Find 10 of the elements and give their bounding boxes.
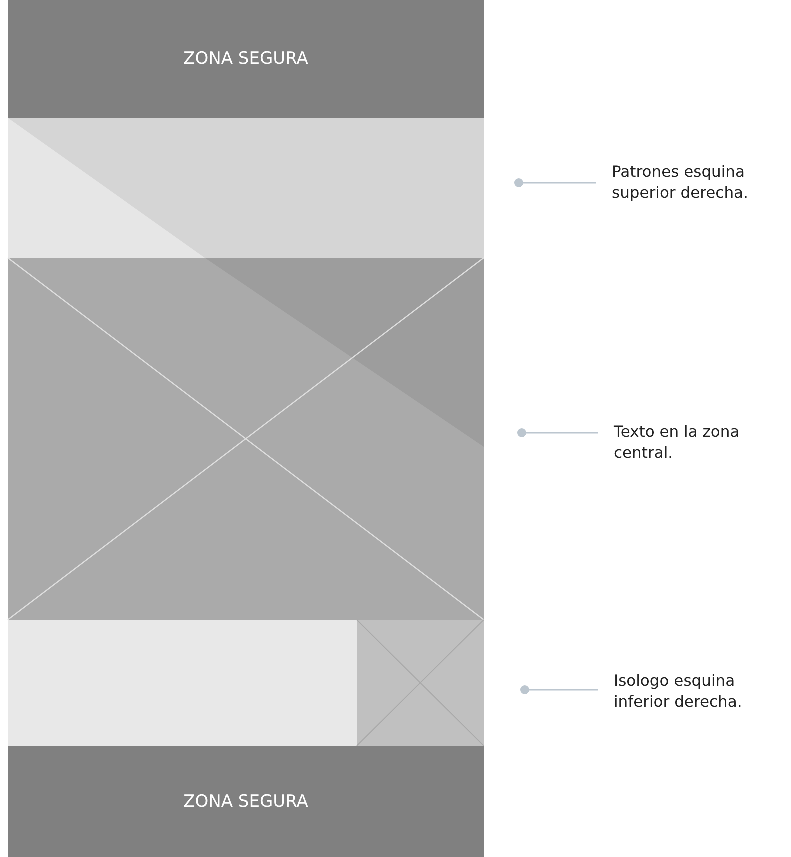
zone-label: ZONA SEGURA <box>184 792 308 812</box>
zone-label: ZONA SEGURA <box>184 49 308 69</box>
leader-line <box>514 178 596 188</box>
annotation-text: Patrones esquina superior derecha. <box>612 162 750 204</box>
leader-line <box>520 686 598 694</box>
safe-zone-band <box>8 0 484 118</box>
leader-line <box>518 428 598 438</box>
safe-zone-band <box>8 746 484 857</box>
annotation-text: Isologo esquina inferior derecha. <box>614 671 744 713</box>
annotation-text: Texto en la zona central. <box>614 422 741 464</box>
